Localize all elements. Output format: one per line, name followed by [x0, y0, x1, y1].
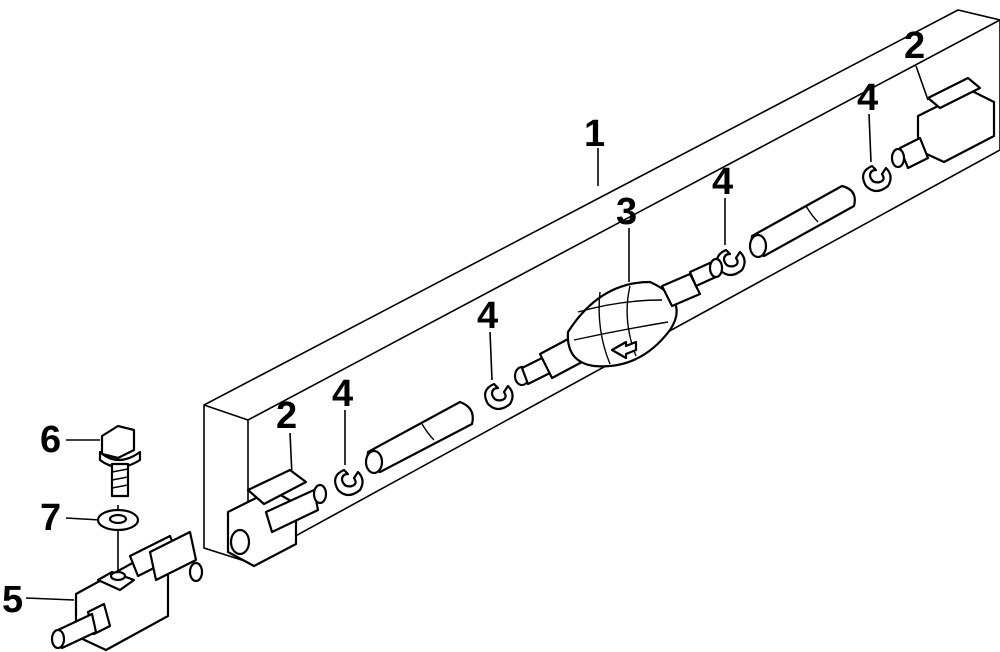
hose-clamp-icon-d [861, 164, 892, 193]
callout-4-mid-right: 4 [712, 161, 733, 203]
callout-2-left: 2 [276, 395, 297, 437]
hose-clamp-icon-b [483, 382, 514, 411]
callout-7: 7 [40, 497, 61, 539]
callout-4-mid-left: 4 [477, 295, 498, 337]
callout-4-far-left: 4 [332, 373, 353, 415]
callout-6: 6 [40, 419, 61, 461]
quick-connector-left-icon [226, 468, 328, 568]
callout-2-right: 2 [904, 25, 925, 67]
washer-icon [96, 508, 140, 532]
quick-connector-right-icon [890, 76, 996, 170]
kit-box-outline [203, 9, 1000, 563]
callout-1: 1 [584, 113, 605, 155]
valve-block-icon [50, 530, 204, 652]
hose-segment-left [364, 400, 474, 475]
callout-5: 5 [2, 579, 23, 621]
bolt-icon [98, 424, 142, 498]
callout-4-far-right: 4 [857, 77, 878, 119]
hose-segment-right [748, 184, 856, 259]
hose-clamp-icon-a [333, 468, 364, 497]
primer-bulb-icon [513, 257, 724, 387]
callout-3: 3 [616, 191, 637, 233]
